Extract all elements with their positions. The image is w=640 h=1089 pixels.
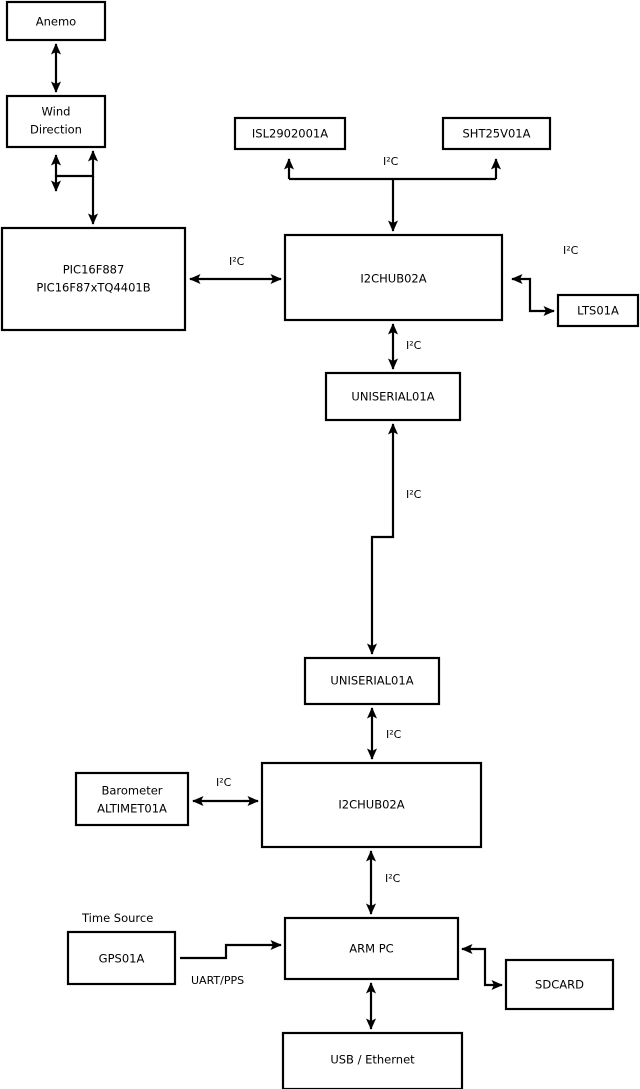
sht25v01a-box[interactable] — [441, 116, 552, 151]
i2chub02a-top-box[interactable] — [283, 233, 504, 322]
node-i2chub02a-top[interactable]: I2CHUB02A — [283, 233, 504, 322]
connector-uniserial-link — [366, 423, 399, 655]
uniserial01a-lower-label: UNISERIAL01A — [330, 674, 413, 688]
sht25v01a-label: SHT25V01A — [463, 127, 531, 141]
anemo-box[interactable] — [5, 0, 107, 42]
node-sht25v01a[interactable]: SHT25V01A — [441, 116, 552, 151]
usb-ethernet-box[interactable] — [281, 1031, 464, 1089]
sdcard-box[interactable] — [504, 958, 615, 1011]
node-anemo[interactable]: Anemo — [5, 0, 107, 42]
node-lts01a[interactable]: LTS01A — [556, 293, 640, 328]
edge-label-gps-to-armpc: UART/PPS — [191, 974, 244, 987]
node-i2chub02a-bottom[interactable]: I2CHUB02A — [260, 761, 483, 849]
gps01a-label: GPS01A — [99, 952, 145, 966]
wind-direction-label-line1: Wind — [42, 105, 71, 119]
arm-pc-label: ARM PC — [349, 942, 393, 956]
node-uniserial01a-lower[interactable]: UNISERIAL01A — [303, 656, 441, 706]
node-gps01a[interactable]: GPS01A — [66, 930, 177, 986]
anemo-label: Anemo — [36, 15, 76, 29]
connector-hub-to-lts — [511, 273, 555, 317]
edge-label-hub-to-sensors: I²C — [383, 155, 399, 168]
lts01a-label: LTS01A — [577, 304, 619, 318]
uniserial01a-upper-label: UNISERIAL01A — [351, 390, 434, 404]
edge-label-uniserial-link: I²C — [406, 488, 422, 501]
isl2902001a-label: ISL2902001A — [252, 127, 328, 141]
edge-label-hub2-to-armpc: I²C — [385, 872, 401, 885]
edge-label-uniserial-to-hub2: I²C — [386, 728, 402, 741]
barometer-label-line2: ALTIMET01A — [97, 802, 167, 816]
barometer-label-line1: Barometer — [101, 784, 162, 798]
i2chub02a-bottom-box[interactable] — [260, 761, 483, 849]
usb-ethernet-label: USB / Ethernet — [330, 1053, 415, 1067]
i2chub02a-bottom-label: I2CHUB02A — [338, 798, 404, 812]
connector-pic-wind — [50, 150, 99, 192]
node-pic-mcu[interactable]: PIC16F887 PIC16F87xTQ4401B — [0, 226, 187, 332]
node-isl2902001a[interactable]: ISL2902001A — [233, 116, 347, 151]
pic-mcu-label-line2: PIC16F87xTQ4401B — [36, 281, 150, 295]
time-source-label: Time Source — [81, 911, 153, 925]
gps01a-box[interactable] — [66, 930, 177, 986]
lts01a-box[interactable] — [556, 293, 640, 328]
node-uniserial01a-upper[interactable]: UNISERIAL01A — [324, 371, 462, 422]
edge-label-barometer-to-hub2: I²C — [216, 776, 232, 789]
isl2902001a-box[interactable] — [233, 116, 347, 151]
pic-mcu-label-line1: PIC16F887 — [63, 263, 125, 277]
edge-label-hub-to-uniserial: I²C — [406, 339, 422, 352]
barometer-box[interactable] — [74, 771, 190, 827]
node-wind-direction[interactable]: Wind Direction — [5, 94, 107, 149]
edge-label-hub-to-lts: I²C — [563, 244, 579, 257]
connector-gps-to-arm-pc — [180, 939, 282, 960]
arm-pc-box[interactable] — [283, 916, 460, 981]
node-usb-ethernet[interactable]: USB / Ethernet — [281, 1031, 464, 1089]
node-sdcard[interactable]: SDCARD — [504, 958, 615, 1011]
edge-label-pic-to-hub: I²C — [229, 255, 245, 268]
wind-direction-label-line2: Direction — [30, 123, 82, 137]
connector-arm-pc-to-sdcard — [461, 943, 503, 991]
pic-mcu-box[interactable] — [0, 226, 187, 332]
node-arm-pc[interactable]: ARM PC — [283, 916, 460, 981]
i2chub02a-top-label: I2CHUB02A — [360, 272, 426, 286]
uniserial01a-upper-box[interactable] — [324, 371, 462, 422]
uniserial01a-lower-box[interactable] — [303, 656, 441, 706]
node-barometer[interactable]: Barometer ALTIMET01A — [74, 771, 190, 827]
sdcard-label: SDCARD — [535, 978, 584, 992]
wind-direction-box[interactable] — [5, 94, 107, 149]
